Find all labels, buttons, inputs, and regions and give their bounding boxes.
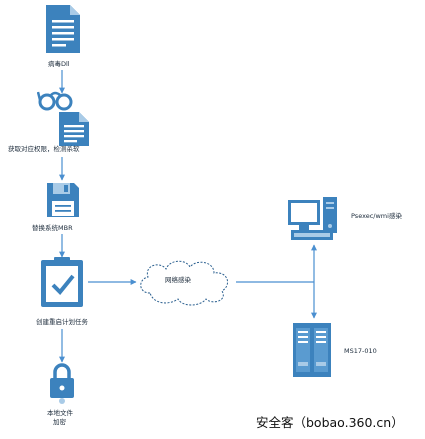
floppy-disk-icon: [46, 182, 80, 218]
encrypt-label-line2: 加密: [53, 418, 66, 426]
privilege-label: 获取对应权限，检测杀软: [8, 145, 80, 153]
padlock-icon: [49, 362, 75, 404]
desktop-computer-icon: [287, 197, 339, 241]
create-task-label: 创建重启计划任务: [36, 318, 88, 326]
virus-dll-label: 病毒Dll: [48, 60, 70, 68]
psexec-label: Psexec/wmi感染: [351, 212, 402, 220]
ms17-label: MS17-010: [344, 347, 377, 355]
replace-mbr-label: 替换系统MBR: [32, 224, 73, 232]
privilege-check-icon: [36, 90, 92, 146]
cloud-shape: [134, 255, 238, 307]
encrypt-label-line1: 本地文件: [47, 409, 73, 417]
server-icon: [292, 322, 332, 378]
clipboard-check-icon: [40, 256, 84, 308]
document-icon: [44, 4, 82, 54]
watermark-text: 安全客（bobao.360.cn）: [256, 415, 404, 430]
network-infect-label: 网络感染: [165, 276, 191, 284]
